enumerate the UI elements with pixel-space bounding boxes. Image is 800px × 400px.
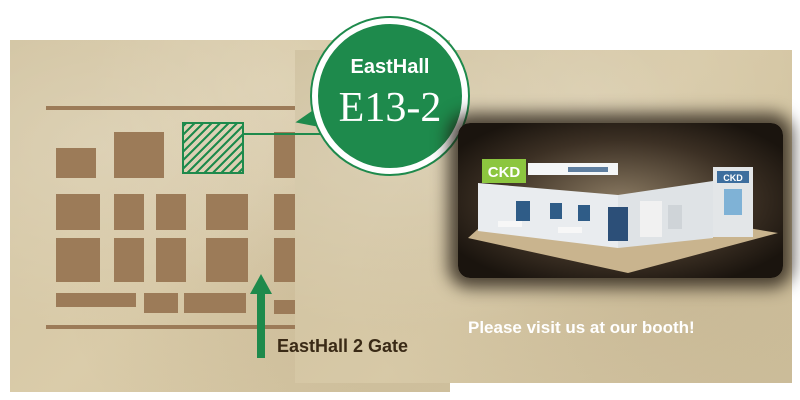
highlighted-booth <box>182 122 244 174</box>
display-panel <box>608 207 628 241</box>
booth-header-strip <box>568 167 608 172</box>
booth-block <box>206 238 248 282</box>
gate-arrow-up-icon <box>250 274 272 294</box>
booth-illustration: CKD CKD <box>468 159 778 273</box>
booth-block <box>184 293 246 313</box>
booth-sign-left <box>482 159 526 183</box>
badge-hall-name: EastHall <box>350 56 430 78</box>
booth-location-badge: EastHall E13-2 <box>312 18 468 174</box>
booth-screen <box>724 189 742 215</box>
booth-block <box>56 148 96 178</box>
booth-block <box>144 293 178 313</box>
booth-block <box>156 194 186 230</box>
booth-wall <box>618 181 713 248</box>
callout-leader-line <box>242 133 322 135</box>
booth-rendering-image: CKD CKD <box>458 123 783 278</box>
booth-block <box>114 194 144 230</box>
booth-sign-right <box>717 171 749 183</box>
booth-sign-left-text: CKD <box>488 164 521 181</box>
booth-table <box>498 221 522 227</box>
hall-wall-bottom <box>46 325 404 329</box>
booth-block <box>114 132 164 178</box>
gate-label: EastHall 2 Gate <box>277 336 409 356</box>
display-kiosk <box>550 203 562 219</box>
display-stand <box>668 205 682 229</box>
booth-table <box>558 227 582 233</box>
booth-block <box>56 238 100 282</box>
booth-block <box>114 238 144 282</box>
hall-wall-top <box>46 106 404 110</box>
booth-block <box>56 293 136 307</box>
display-kiosk <box>578 205 590 221</box>
display-stand <box>640 201 662 237</box>
booth-wall <box>478 183 618 248</box>
booth-sign-right-text: CKD <box>723 173 743 183</box>
booth-block <box>56 194 100 230</box>
booth-block <box>206 194 248 230</box>
visit-message: Please visit us at our booth! <box>468 318 695 337</box>
badge-booth-code: E13-2 <box>338 85 442 131</box>
gate-arrow-shaft <box>257 292 265 358</box>
booth-block <box>156 238 186 282</box>
display-kiosk <box>516 201 530 221</box>
